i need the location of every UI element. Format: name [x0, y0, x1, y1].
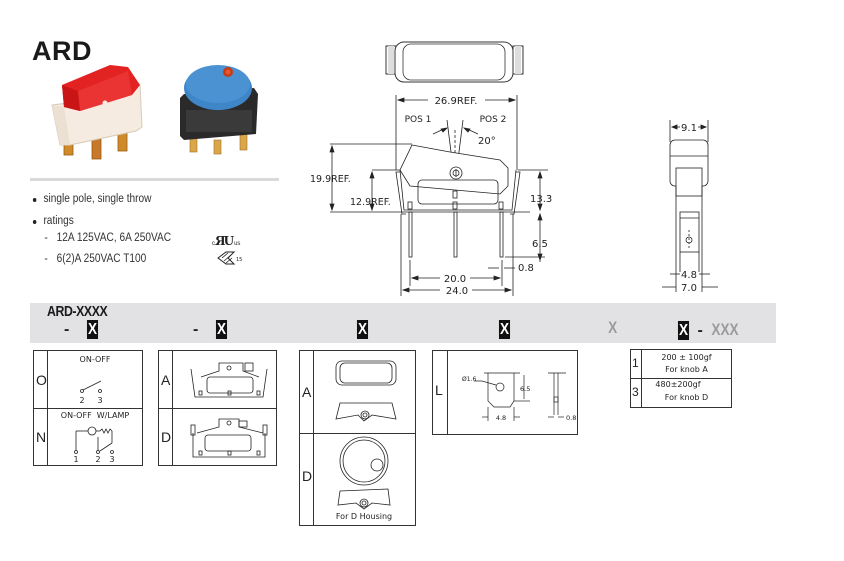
dim-base-width: 24.0	[446, 286, 468, 297]
terminal-options-table: L Ø1.6 6.5 4.8 0.8	[432, 350, 578, 435]
svg-text:0.8: 0.8	[566, 414, 576, 422]
housing-code: A	[161, 372, 171, 388]
force-code: 1	[632, 356, 639, 370]
dim-terminal-spacing: 20.0	[444, 274, 466, 285]
ordering-code-base: ARD-XXXX	[47, 303, 108, 320]
force-note: For knob D	[664, 393, 709, 402]
dim-width-ref: 26.9REF.	[435, 96, 478, 107]
knob-options-table: A D For D Housing	[299, 350, 416, 526]
ordering-code-band	[30, 303, 776, 343]
code-segment-2: - X	[193, 320, 227, 339]
svg-text:Ø1.6: Ø1.6	[462, 376, 476, 383]
code-segment-1: - X	[64, 320, 98, 339]
circuit-code: O	[36, 372, 47, 388]
features-list: single pole, single throw ratings -12A 1…	[32, 192, 171, 269]
force-code: 3	[632, 385, 639, 399]
red-rocker-switch-photo	[51, 65, 143, 160]
housing-options-table: A D	[158, 350, 277, 466]
force-value: 200 ± 100gf	[661, 353, 712, 362]
divider	[30, 178, 279, 181]
product-title: ARD	[32, 36, 92, 66]
switch-symbol-icon: 2 3	[79, 380, 103, 405]
terminal-code: L	[435, 382, 443, 398]
code-segment-5: X	[608, 318, 618, 337]
circuit-label: ON-OFF	[79, 355, 111, 364]
dim-top-width: 9.1	[681, 123, 697, 134]
code-segment-6: X - XXX	[677, 320, 739, 340]
knob-code: D	[302, 468, 313, 484]
side-view-drawing: 9.1 4.8 7.0	[662, 120, 718, 294]
dim-side-base-width: 7.0	[681, 283, 697, 294]
feature-item: single pole, single throw	[32, 192, 171, 207]
enec-icon: 15	[217, 251, 242, 265]
knob-note: For D Housing	[335, 512, 393, 521]
knob-code: A	[302, 384, 312, 400]
dim-terminal-width: 4.8	[681, 270, 697, 281]
force-value: 480±200gf	[655, 380, 701, 389]
angle-label: 20°	[478, 136, 496, 147]
housing-a-drawing	[190, 362, 268, 398]
dim-height-ref: 19.9REF.	[310, 174, 351, 185]
force-options-table: 1 200 ± 100gf For knob A 3 480±200gf For…	[630, 349, 732, 408]
front-view-drawing: 26.9REF. POS 1 POS 2 20° 19.9REF. 12.9RE…	[310, 95, 552, 297]
terminal-drawing: Ø1.6 6.5 4.8 0.8	[462, 372, 576, 422]
dim-terminal-thickness: 0.8	[518, 263, 534, 274]
code-segment-4: X	[498, 320, 511, 339]
svg-text:1: 1	[73, 455, 78, 464]
svg-text:4.8: 4.8	[496, 414, 506, 422]
pos2-label: POS 2	[480, 115, 507, 125]
pos1-label: POS 1	[405, 115, 432, 125]
top-view-drawing	[385, 41, 524, 83]
feature-item: ratings	[32, 214, 171, 229]
svg-text:3: 3	[109, 455, 114, 464]
svg-text:6.5: 6.5	[520, 385, 530, 393]
ul-recognized-icon: cЯUus	[212, 234, 241, 248]
rating-item: -12A 125VAC, 6A 250VAC	[44, 232, 172, 244]
blue-round-switch-photo	[180, 65, 258, 155]
housing-d-drawing	[190, 418, 268, 458]
knob-d-drawing	[337, 436, 391, 510]
svg-text:2: 2	[79, 396, 84, 405]
dim-body-height-ref: 12.9REF.	[350, 197, 391, 208]
circuit-label: ON-OFF W/LAMP	[60, 411, 130, 420]
svg-text:2: 2	[95, 455, 100, 464]
circuit-options-table: O ON-OFF 2 3 N ON-OFF W/LAMP 1 2 3	[33, 350, 143, 466]
force-note: For knob A	[665, 365, 708, 374]
lamp-switch-symbol-icon: 1 2 3	[73, 426, 115, 464]
rating-item: -6(2)A 250VAC T100	[44, 253, 147, 265]
circuit-code: N	[36, 429, 47, 445]
code-segment-3: X	[356, 320, 369, 339]
dim-terminal-length: 6.5	[532, 239, 548, 250]
svg-text:3: 3	[97, 396, 102, 405]
dim-right-height: 13.3	[530, 194, 552, 205]
svg-text:15: 15	[236, 257, 242, 263]
housing-code: D	[161, 429, 172, 445]
knob-a-drawing	[335, 360, 397, 422]
